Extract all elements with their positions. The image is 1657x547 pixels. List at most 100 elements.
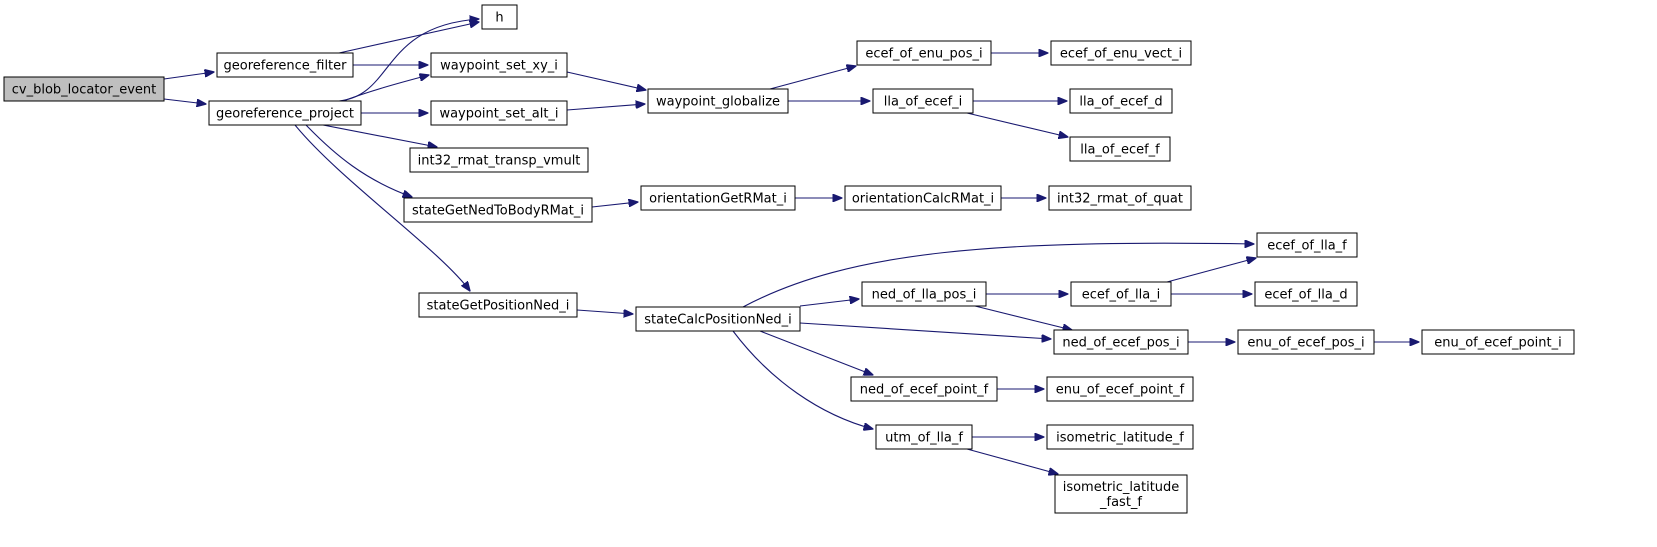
- node-stateGetPositionNed-i[interactable]: stateGetPositionNed_i: [418, 292, 578, 318]
- node-box[interactable]: [3, 76, 165, 102]
- node-box[interactable]: [1069, 88, 1173, 114]
- node-box[interactable]: [1053, 329, 1189, 355]
- node-ecef-of-enu-vect-i[interactable]: ecef_of_enu_vect_i: [1050, 40, 1192, 66]
- node-label: georeference_project: [216, 107, 354, 122]
- node-box[interactable]: [409, 147, 589, 173]
- node-box[interactable]: [1046, 424, 1194, 450]
- node-box[interactable]: [850, 376, 998, 402]
- node-label: int32_rmat_of_quat: [1057, 192, 1183, 207]
- edge-stateCalcPositionNed_i-to-utm_of_lla_f: [732, 330, 873, 429]
- node-box[interactable]: [1046, 376, 1194, 402]
- edge-waypoint_globalize-to-ecef_of_enu_pos_i: [769, 66, 856, 90]
- node-label: ecef_of_lla_f: [1267, 239, 1347, 254]
- node-ned-of-ecef-pos-i[interactable]: ned_of_ecef_pos_i: [1053, 329, 1189, 355]
- edge-stateGetPositionNed_i-to-stateCalcPositionNed_i: [576, 310, 633, 314]
- node-ned-of-ecef-point-f[interactable]: ned_of_ecef_point_f: [850, 376, 998, 402]
- edge-waypoint_set_alt_i-to-waypoint_globalize: [566, 104, 645, 111]
- node-ecef-of-enu-pos-i[interactable]: ecef_of_enu_pos_i: [856, 40, 992, 66]
- node-box[interactable]: [216, 52, 354, 78]
- node-lla-of-ecef-f[interactable]: lla_of_ecef_f: [1069, 136, 1171, 162]
- node-box[interactable]: [844, 185, 1002, 211]
- node-orientationGetRMat-i[interactable]: orientationGetRMat_i: [640, 185, 796, 211]
- node-lla-of-ecef-i[interactable]: lla_of_ecef_i: [872, 88, 974, 114]
- node-box[interactable]: [1070, 281, 1172, 307]
- node-h[interactable]: h: [481, 4, 518, 30]
- node-box[interactable]: [1254, 281, 1358, 307]
- node-label: waypoint_globalize: [656, 95, 780, 110]
- node-box[interactable]: [872, 88, 974, 114]
- node-box[interactable]: [1237, 329, 1375, 355]
- node-box[interactable]: [647, 88, 789, 114]
- node-isometric-latitude-fast-f[interactable]: isometric_latitude_fast_f: [1054, 474, 1188, 514]
- node-box[interactable]: [403, 197, 593, 223]
- node-ecef-of-lla-i[interactable]: ecef_of_lla_i: [1070, 281, 1172, 307]
- node-ecef-of-lla-f[interactable]: ecef_of_lla_f: [1256, 232, 1358, 258]
- edge-stateCalcPositionNed_i-to-ned_of_lla_pos_i: [799, 299, 859, 307]
- edge-stateCalcPositionNed_i-to-ned_of_ecef_point_f: [759, 330, 873, 375]
- node-box[interactable]: [1054, 474, 1188, 514]
- node-box[interactable]: [861, 281, 987, 307]
- node-isometric-latitude-f[interactable]: isometric_latitude_f: [1046, 424, 1194, 450]
- edge-georeference_project-to-waypoint_set_xy_i: [342, 75, 429, 102]
- node-waypoint-set-xy-i[interactable]: waypoint_set_xy_i: [430, 52, 568, 78]
- node-label: waypoint_set_alt_i: [439, 107, 558, 122]
- node-box[interactable]: [208, 100, 362, 126]
- node-label: lla_of_ecef_d: [1079, 95, 1162, 110]
- node-label: enu_of_ecef_point_f: [1056, 383, 1185, 398]
- node-label: ecef_of_enu_vect_i: [1060, 47, 1182, 62]
- node-ecef-of-lla-d[interactable]: ecef_of_lla_d: [1254, 281, 1358, 307]
- node-enu-of-ecef-pos-i[interactable]: enu_of_ecef_pos_i: [1237, 329, 1375, 355]
- node-lla-of-ecef-d[interactable]: lla_of_ecef_d: [1069, 88, 1173, 114]
- node-label: ecef_of_enu_pos_i: [865, 47, 982, 62]
- node-box[interactable]: [1256, 232, 1358, 258]
- node-georeference-filter[interactable]: georeference_filter: [216, 52, 354, 78]
- node-label: orientationCalcRMat_i: [852, 192, 994, 207]
- node-int32-rmat-transp-vmult[interactable]: int32_rmat_transp_vmult: [409, 147, 589, 173]
- node-box[interactable]: [1048, 185, 1192, 211]
- node-label: enu_of_ecef_point_i: [1434, 336, 1562, 351]
- node-box[interactable]: [481, 4, 518, 30]
- node-box[interactable]: [1069, 136, 1171, 162]
- node-box[interactable]: [1050, 40, 1192, 66]
- node-box[interactable]: [418, 292, 578, 318]
- node-label: waypoint_set_xy_i: [440, 59, 558, 74]
- node-enu-of-ecef-point-f[interactable]: enu_of_ecef_point_f: [1046, 376, 1194, 402]
- node-int32-rmat-of-quat[interactable]: int32_rmat_of_quat: [1048, 185, 1192, 211]
- edge-lla_of_ecef_i-to-lla_of_ecef_f: [966, 112, 1068, 137]
- node-box[interactable]: [875, 424, 973, 450]
- node-box[interactable]: [1421, 329, 1575, 355]
- node-stateCalcPositionNed-i[interactable]: stateCalcPositionNed_i: [635, 306, 801, 332]
- node-enu-of-ecef-point-i[interactable]: enu_of_ecef_point_i: [1421, 329, 1575, 355]
- edge-georeference_project-to-stateGetPositionNed_i: [294, 124, 470, 291]
- node-orientationCalcRMat-i[interactable]: orientationCalcRMat_i: [844, 185, 1002, 211]
- node-box[interactable]: [856, 40, 992, 66]
- node-box[interactable]: [635, 306, 801, 332]
- node-label: lla_of_ecef_i: [884, 95, 963, 110]
- node-box[interactable]: [430, 100, 568, 126]
- node-utm-of-lla-f[interactable]: utm_of_lla_f: [875, 424, 973, 450]
- edge-waypoint_set_xy_i-to-waypoint_globalize: [566, 71, 646, 90]
- edge-georeference_project-to-stateGetNedToBodyRMat_i: [305, 124, 412, 197]
- node-stateGetNedToBodyRMat-i[interactable]: stateGetNedToBodyRMat_i: [403, 197, 593, 223]
- node-label: ned_of_ecef_pos_i: [1062, 336, 1179, 351]
- edge-cv_blob_locator_event-to-georeference_filter: [163, 72, 214, 80]
- edge-stateGetNedToBodyRMat_i-to-orientationGetRMat_i: [591, 202, 638, 208]
- node-label: stateGetNedToBodyRMat_i: [412, 204, 584, 219]
- node-waypoint-globalize[interactable]: waypoint_globalize: [647, 88, 789, 114]
- edge-ned_of_lla_pos_i-to-ned_of_ecef_pos_i: [974, 305, 1072, 330]
- node-label: int32_rmat_transp_vmult: [418, 154, 581, 169]
- node-ned-of-lla-pos-i[interactable]: ned_of_lla_pos_i: [861, 281, 987, 307]
- node-box[interactable]: [640, 185, 796, 211]
- node-georeference-project[interactable]: georeference_project: [208, 100, 362, 126]
- node-label: ecef_of_lla_d: [1264, 288, 1347, 303]
- node-label: h: [495, 11, 503, 26]
- node-box[interactable]: [430, 52, 568, 78]
- edge-cv_blob_locator_event-to-georeference_project: [163, 98, 206, 104]
- node-label: lla_of_ecef_f: [1080, 143, 1160, 158]
- edge-ecef_of_lla_i-to-ecef_of_lla_f: [1166, 258, 1256, 283]
- node-cv-blob-locator-event[interactable]: cv_blob_locator_event: [3, 76, 165, 102]
- node-label: georeference_filter: [223, 59, 347, 74]
- edge-georeference_filter-to-h: [338, 22, 479, 54]
- node-waypoint-set-alt-i[interactable]: waypoint_set_alt_i: [430, 100, 568, 126]
